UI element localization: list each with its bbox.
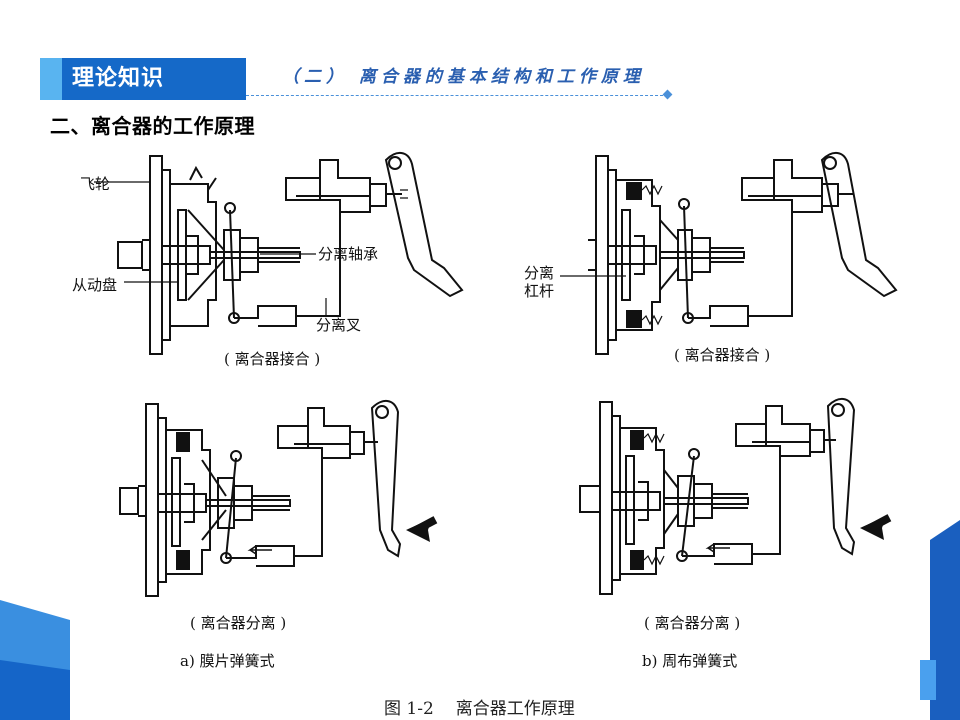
diagram-diaphragm-engaged [94, 152, 464, 355]
header-divider [246, 95, 668, 96]
diagram-coil-spring-engaged [560, 152, 898, 355]
callout-driven-disc: 从动盘 [72, 276, 118, 294]
header-tag: 理论知识 [72, 66, 165, 91]
bottom-right-decoration [920, 520, 960, 720]
figure-title-text: 离合器工作原理 [455, 699, 575, 719]
section-heading: 二、离合器的工作原理 [50, 114, 255, 138]
header-subtitle: （二） 离合器的基本结构和工作原理 [282, 67, 645, 87]
panel-caption: ( 离合器接合 ) [674, 346, 771, 364]
sub-caption-diaphragm: a) 膜片弹簧式 [180, 652, 275, 670]
header-tag-background [40, 58, 246, 100]
figure-title: 图 1-2 离合器工作原理 [384, 694, 597, 719]
panel-caption: ( 离合器分离 ) [190, 614, 287, 632]
header-tag-accent [40, 58, 62, 100]
sub-caption-coil-spring: b) 周布弹簧式 [642, 652, 738, 670]
bottom-left-decoration [0, 600, 70, 720]
header-divider-dot [662, 89, 673, 100]
callout-flywheel: 飞轮 [80, 175, 111, 193]
callout-release-lever: 分离 杠杆 [524, 264, 555, 300]
panel-caption: ( 离合器接合 ) [224, 350, 321, 368]
callout-release-fork: 分离叉 [316, 316, 362, 334]
diagram-diaphragm-disengaged [119, 400, 438, 597]
callout-release-bearing: 分离轴承 [318, 245, 379, 263]
figure-number: 图 1-2 [384, 699, 434, 719]
panel-caption: ( 离合器分离 ) [644, 614, 741, 632]
diagram-coil-spring-disengaged [579, 398, 892, 595]
